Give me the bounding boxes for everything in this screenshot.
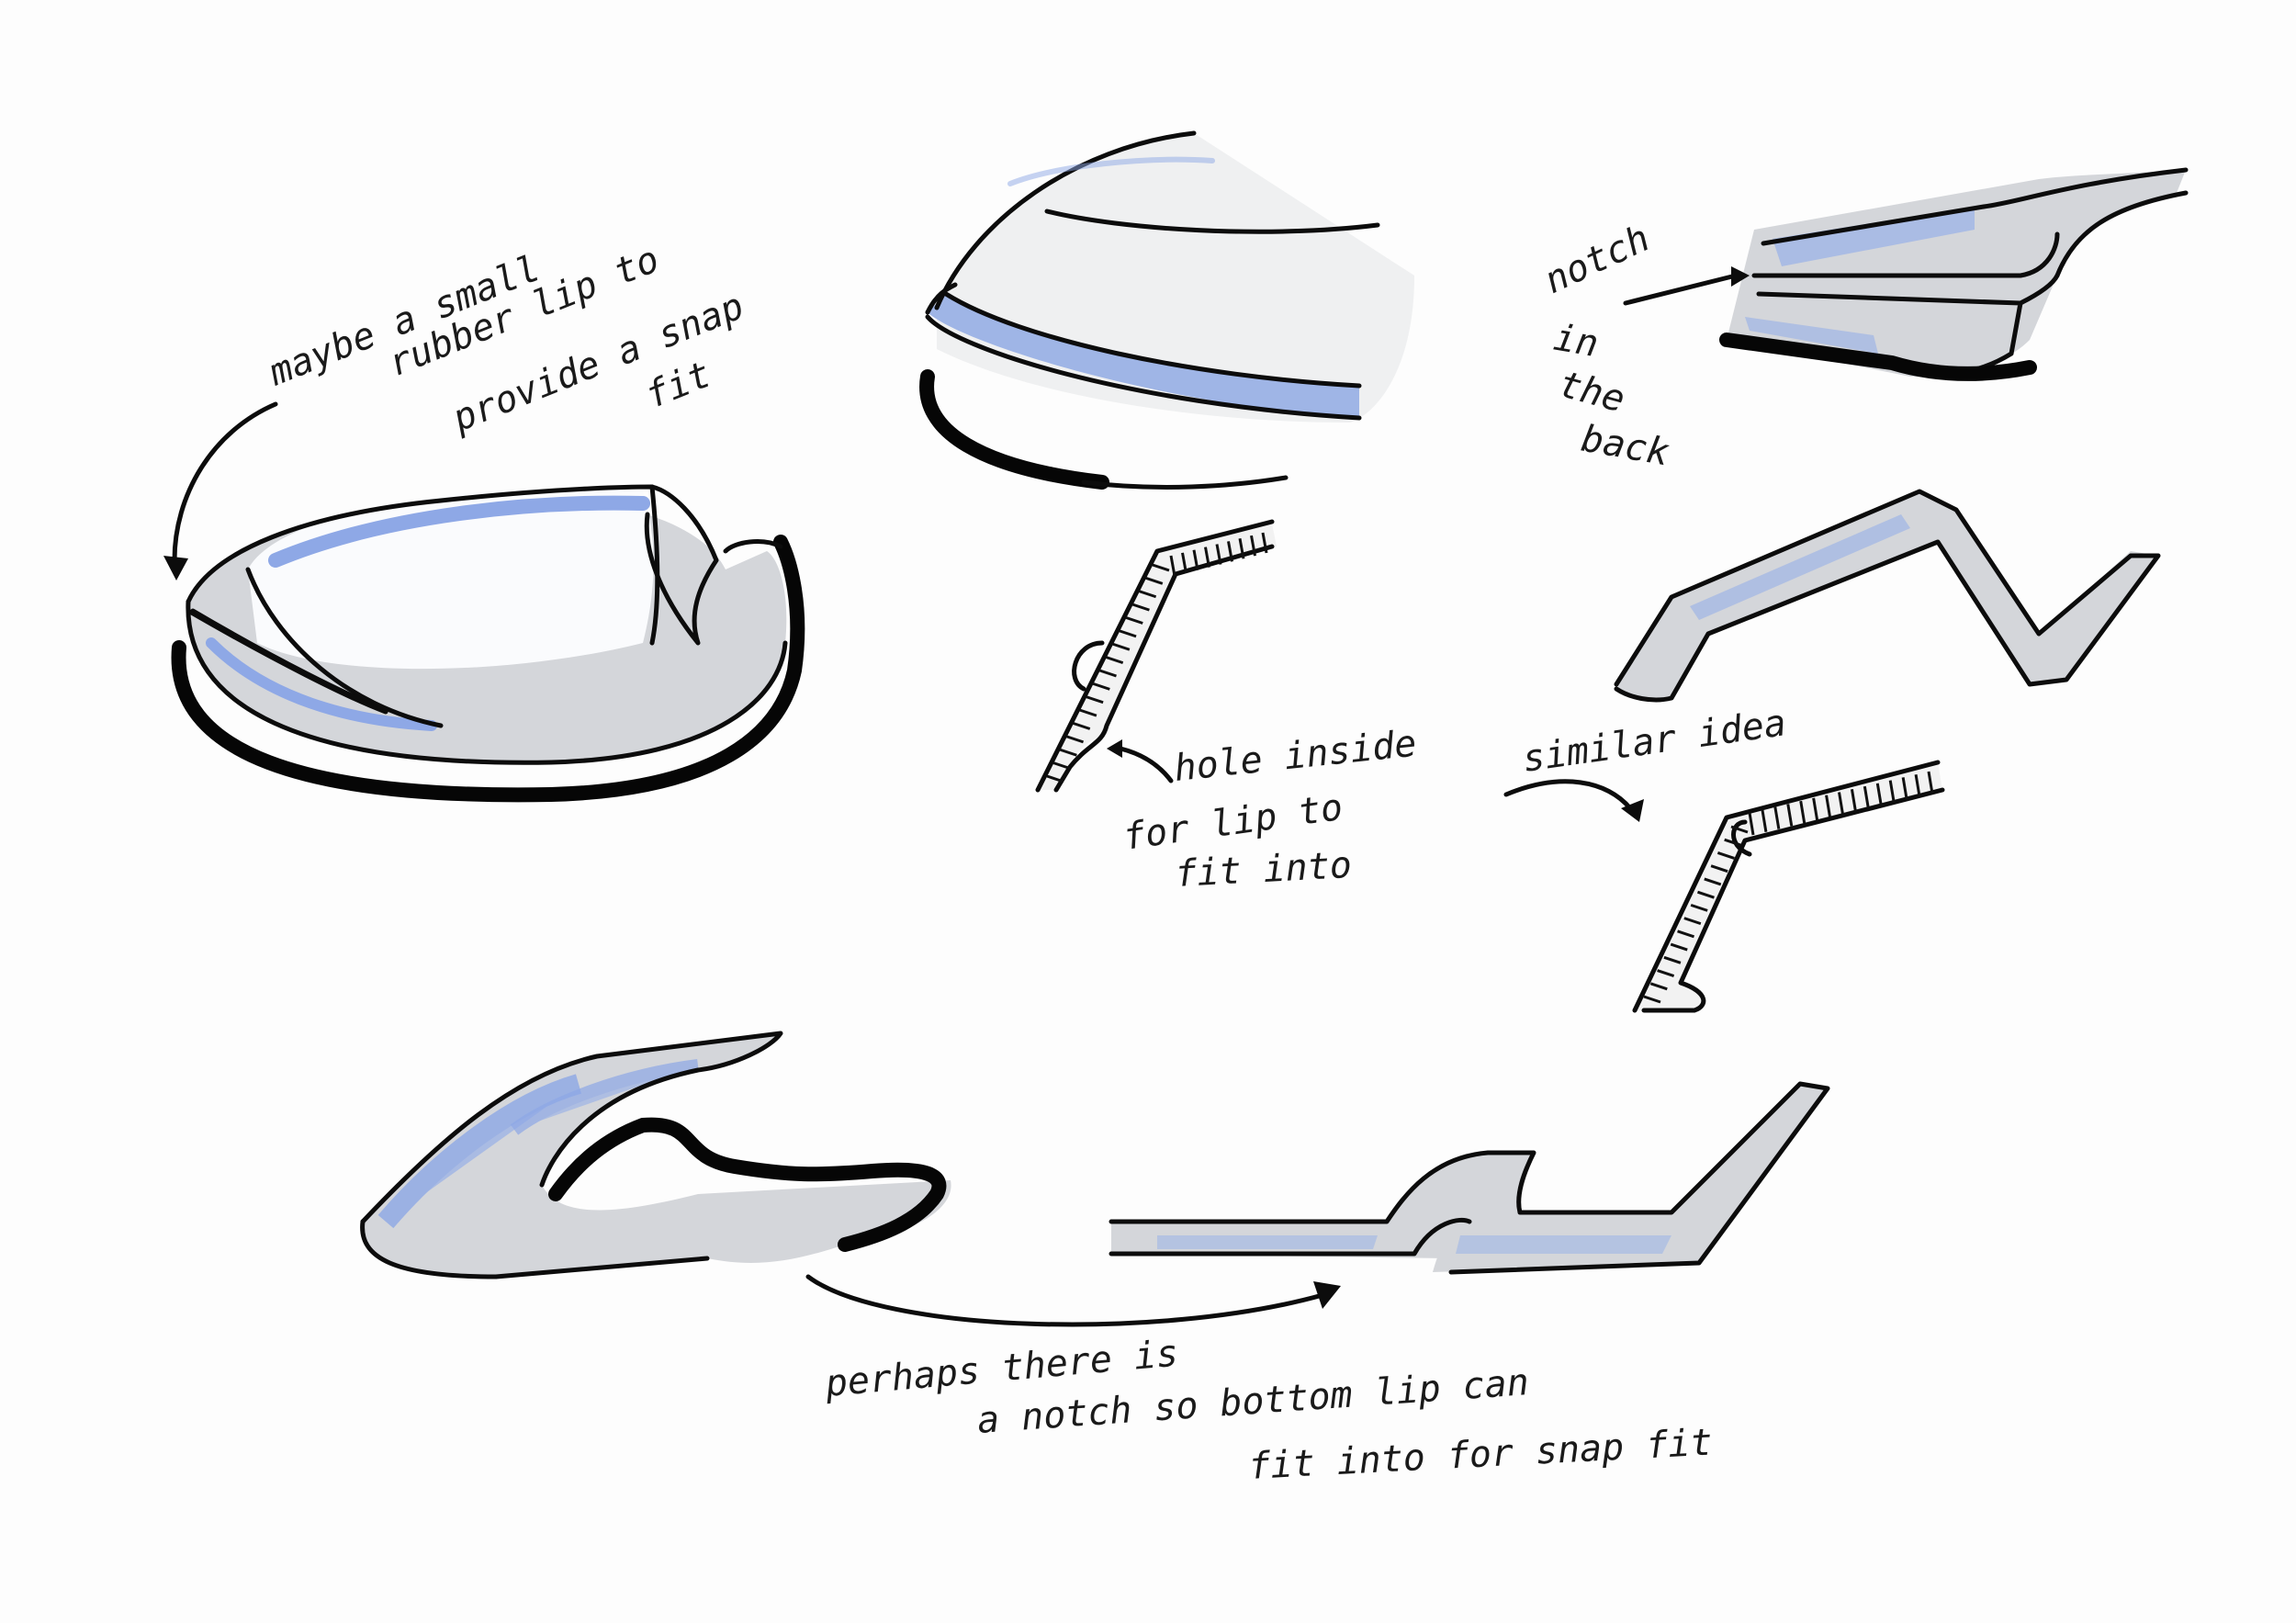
hatch-line xyxy=(1261,532,1268,554)
hatch-line xyxy=(1059,748,1077,757)
annotation-line: back xyxy=(1578,418,1672,475)
hatch-line xyxy=(1192,549,1199,571)
hatch-line xyxy=(1131,603,1150,612)
hatch-line xyxy=(1079,708,1097,717)
hatch-line xyxy=(1139,590,1157,599)
hatch-line xyxy=(1799,800,1806,824)
hatch-line xyxy=(1663,955,1682,964)
section-hole-sketch xyxy=(1035,519,1277,793)
hatch-line xyxy=(1812,797,1819,821)
notch-detail-sketch xyxy=(1719,167,2189,381)
hatch-line xyxy=(1875,783,1883,806)
hatch-line xyxy=(1092,682,1110,691)
bottom-lip-profile-sketch xyxy=(1109,1081,1830,1275)
hatch-line xyxy=(1838,792,1844,815)
bottom-snap-profile-sketch xyxy=(360,1031,951,1279)
arrow-perhaps-notch xyxy=(805,1274,1341,1327)
hatch-line xyxy=(1106,656,1124,665)
annotation-line: similar idea xyxy=(1520,702,1789,781)
hatch-line xyxy=(1181,552,1187,574)
arrow-to-hole xyxy=(1107,739,1174,783)
hatch-line xyxy=(1073,722,1091,730)
arrow-to-notch xyxy=(1623,266,1750,306)
hatch-line xyxy=(1704,877,1722,886)
hatch-line xyxy=(1716,851,1735,860)
hatch-line xyxy=(1914,773,1921,797)
hatch-line xyxy=(1066,735,1085,744)
hatch-line xyxy=(1690,903,1708,912)
hatch-line xyxy=(1657,969,1675,977)
hatch-line xyxy=(1677,930,1695,939)
bent-profile-sketch xyxy=(1614,489,2161,703)
hatch-line xyxy=(1825,795,1832,817)
hatch-line xyxy=(1215,544,1222,565)
annotation-line: hole inside xyxy=(1172,723,1418,790)
hatch-line xyxy=(1152,563,1170,572)
hatch-line xyxy=(1086,695,1104,704)
annotation-hole-inside: hole inside for lip to fit into xyxy=(1120,723,1419,896)
hatch-line xyxy=(1046,774,1064,783)
hatch-line xyxy=(1204,547,1210,568)
hatch-line xyxy=(1643,995,1661,1004)
hatch-line xyxy=(1927,771,1934,795)
annotation-line: the xyxy=(1554,363,1629,421)
annotation-line: notch xyxy=(1538,217,1657,302)
hatch-line xyxy=(1901,777,1908,800)
hatch-line xyxy=(1888,780,1896,803)
hatch-line xyxy=(1238,537,1245,559)
hatch-line xyxy=(1052,761,1071,771)
annotation-perhaps-notch: perhaps there is a notch so bottom lip c… xyxy=(823,1333,1714,1488)
hatch-line xyxy=(1730,825,1749,834)
arrow-similar-idea xyxy=(1503,779,1644,822)
lid-sketch-rubber-lip xyxy=(171,484,805,803)
annotation-line: fit into for snap fit xyxy=(1247,1422,1713,1488)
hatch-line xyxy=(1099,669,1117,678)
hatch-line xyxy=(1724,838,1742,847)
hatch-line xyxy=(1670,942,1688,952)
hatch-line xyxy=(1710,864,1728,873)
hatch-line xyxy=(1112,642,1131,651)
hatch-line xyxy=(1683,917,1702,926)
section-similar-sketch xyxy=(1632,760,1945,1013)
annotation-line: in xyxy=(1550,317,1601,366)
hatch-line xyxy=(1250,535,1256,557)
dome-sketch-band xyxy=(919,130,1414,490)
hatch-line xyxy=(1850,789,1857,812)
annotation-rubber-lip: maybe a small rubber lip to provide a sn… xyxy=(263,238,750,440)
hatch-line xyxy=(1125,616,1143,625)
annotation-similar-idea: similar idea xyxy=(1520,702,1789,781)
hatch-line xyxy=(1696,890,1715,899)
hatch-line xyxy=(1863,785,1870,809)
hatch-line xyxy=(1227,541,1233,562)
hatch-line xyxy=(1145,576,1164,585)
hatch-line xyxy=(1748,812,1755,836)
hatch-line xyxy=(1649,982,1668,991)
hatch-line xyxy=(1119,629,1137,638)
arrow-to-rubber-lip xyxy=(163,401,278,580)
hatch-line xyxy=(1786,804,1794,827)
hatch-line xyxy=(1773,806,1781,829)
annotation-notch-back: notch in the back xyxy=(1538,217,1672,474)
hatch-line xyxy=(1169,555,1176,577)
annotation-line: fit into xyxy=(1174,844,1353,896)
hatch-line xyxy=(1761,809,1768,833)
